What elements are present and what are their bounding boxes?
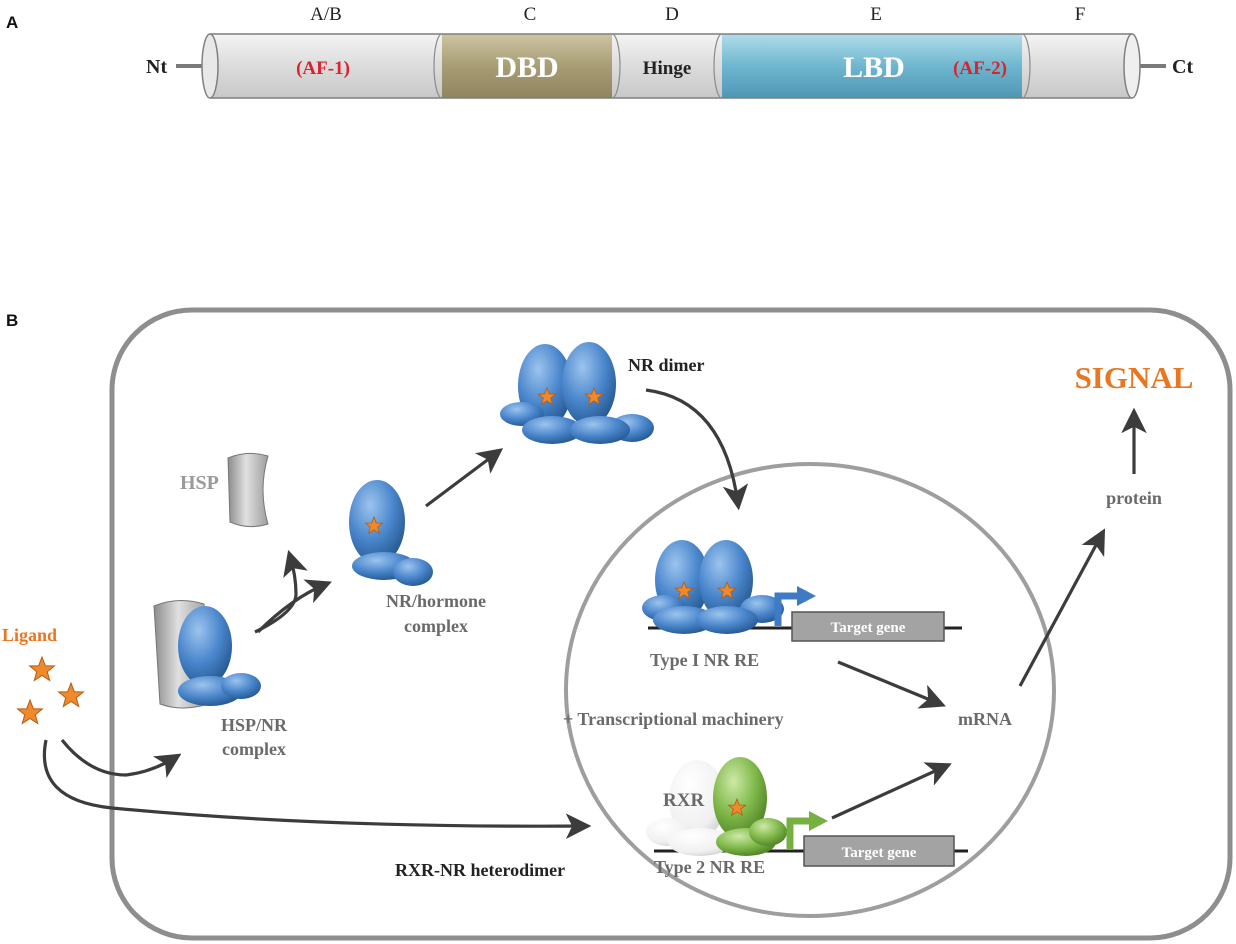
hsp-nr-complex-label: HSP/NR (221, 715, 288, 735)
nuclear-translocation-arrow (645, 388, 749, 511)
rxr-label: RXR (663, 790, 704, 811)
hsp-nr-complex-label: complex (222, 739, 286, 759)
nr-hormone-complex-label: complex (404, 616, 468, 636)
hsp-nr-complex-figure (153, 600, 261, 709)
ligand-star-icon (58, 682, 84, 707)
target-gene-box (791, 611, 945, 642)
type1-response-element-figure (642, 540, 962, 642)
type2-to-mrna-arrow (831, 762, 952, 820)
type1-to-mrna-arrow (837, 660, 946, 709)
target-gene-label: Target gene (831, 620, 906, 636)
segment-d-hinge (612, 34, 722, 98)
segment-e-lbd (722, 34, 1022, 98)
panel-label-a: A (6, 13, 18, 32)
c-terminus-label: Ct (1172, 56, 1193, 78)
segment-letter-c: C (524, 4, 537, 25)
target-gene-label: Target gene (842, 845, 917, 861)
lbd-label: LBD (843, 51, 905, 84)
ligand-to-hsp-arrow (60, 739, 182, 779)
nr-hormone-complex-figure (349, 480, 433, 586)
n-terminus-label: Nt (146, 56, 167, 78)
nr-dimer-label: NR dimer (628, 355, 704, 375)
hsp-release-arrow (254, 549, 308, 634)
cell-membrane (109, 307, 1233, 941)
target-gene-box (803, 835, 955, 867)
segment-c-dbd (442, 34, 612, 98)
dimerization-arrow (425, 448, 504, 508)
transcription-start-arrow-icon (774, 592, 800, 626)
nr-hormone-complex-label: NR/hormone (386, 591, 486, 611)
panel-label-b: B (6, 311, 18, 330)
mrna-to-protein-arrow (1018, 528, 1106, 687)
nr-domain-structure: Nt Ct A/B C D E F (AF-1) DBD Hinge LBD (… (146, 4, 1193, 99)
signal-label: SIGNAL (1075, 360, 1194, 395)
hinge-label: Hinge (643, 58, 692, 79)
rxr-nr-heterodimer-label: RXR-NR heterodimer (395, 860, 565, 880)
ligand-star-icon (17, 699, 43, 724)
activation-arrow (256, 579, 332, 634)
hsp-chaperone-figure (227, 452, 269, 528)
type2-response-element-figure (646, 757, 968, 867)
transcription-start-arrow-icon (786, 817, 812, 849)
segment-ab (210, 34, 442, 98)
ligand-label: Ligand (2, 625, 57, 645)
segment-f (1022, 34, 1132, 98)
hsp-label: HSP (180, 472, 219, 494)
segment-letter-e: E (870, 4, 882, 25)
protein-label: protein (1106, 488, 1162, 508)
af2-label: (AF-2) (953, 58, 1007, 79)
nucleus (564, 462, 1056, 918)
segment-letter-ab: A/B (310, 4, 342, 25)
nr-dimer-figure (500, 342, 654, 444)
type2-nr-re-label: Type 2 NR RE (654, 857, 765, 877)
pathway-arrows (42, 388, 1147, 839)
af1-label: (AF-1) (296, 58, 350, 79)
segment-letter-f: F (1075, 4, 1086, 25)
ligand-star-icon (29, 656, 55, 681)
ligand-to-heterodimer-arrow (42, 739, 592, 839)
type1-nr-re-label: Type I NR RE (650, 650, 759, 670)
segment-letter-d: D (665, 4, 679, 25)
mrna-label: mRNA (958, 709, 1012, 729)
dbd-label: DBD (495, 51, 558, 84)
transcriptional-machinery-label: + Transcriptional machinery (563, 709, 784, 729)
